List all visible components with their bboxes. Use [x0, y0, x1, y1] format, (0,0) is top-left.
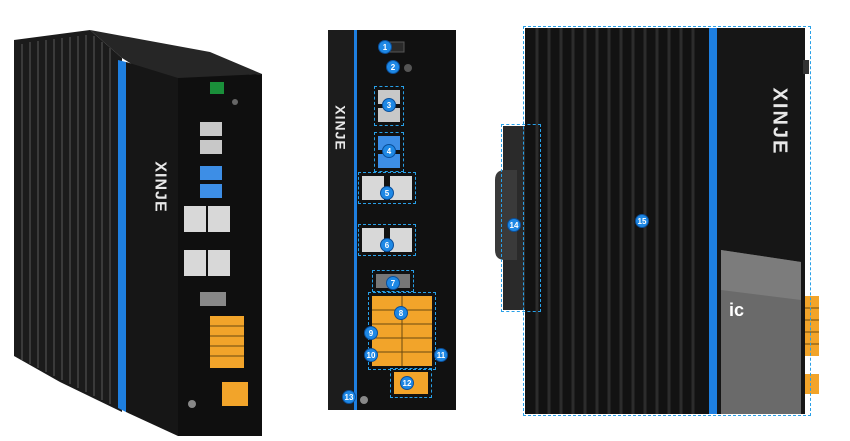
- usb2-box: [374, 86, 404, 126]
- ic-logo: ic: [729, 300, 745, 320]
- callout-1: 1: [378, 40, 392, 54]
- callout-15: 15: [635, 214, 649, 228]
- front-view-drawing: [328, 30, 456, 410]
- heatsink-box: [523, 26, 811, 416]
- callout-4: 4: [382, 144, 396, 158]
- callout-8: 8: [394, 306, 408, 320]
- usb3-box: [374, 132, 404, 172]
- lan2-box: [358, 224, 416, 256]
- io-box: [368, 292, 436, 370]
- power-box: [390, 368, 432, 398]
- callout-14: 14: [507, 218, 521, 232]
- callout-6: 6: [380, 238, 394, 252]
- front-view: XINJE 1 2 3 4 5 6 7 8 9 10 11 12 13: [320, 0, 470, 436]
- callout-2: 2: [386, 60, 400, 74]
- front-brand-label: XINJE: [332, 105, 349, 151]
- side-view: XINJE ic 14 15: [495, 0, 850, 436]
- lan1-box: [358, 172, 416, 204]
- callout-3: 3: [382, 98, 396, 112]
- side-view-drawing: [495, 28, 819, 414]
- callout-10: 10: [364, 348, 378, 362]
- callout-11: 11: [434, 348, 448, 362]
- iso-view-drawing: [14, 30, 262, 436]
- iso-view: XINJE: [0, 0, 300, 436]
- callout-5: 5: [380, 186, 394, 200]
- callout-9: 9: [364, 326, 378, 340]
- callout-12: 12: [400, 376, 414, 390]
- din-rail-box: [501, 124, 541, 312]
- callout-13: 13: [342, 390, 356, 404]
- callout-7: 7: [386, 276, 400, 290]
- iso-brand-label: XINJE: [151, 161, 169, 213]
- display-box: [372, 270, 414, 292]
